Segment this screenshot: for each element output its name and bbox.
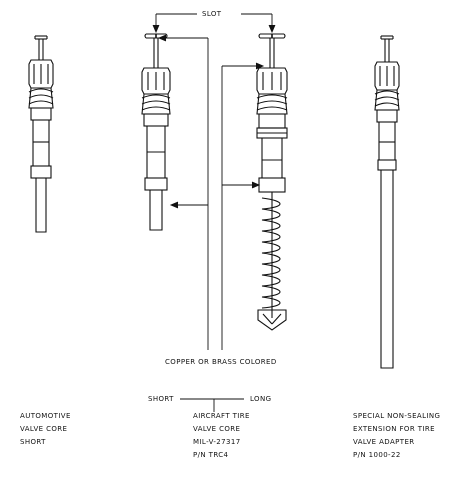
- caption-line: VALVE CORE: [20, 425, 68, 433]
- automotive-valve-core-figure: [28, 35, 54, 233]
- caption-line: EXTENSION FOR TIRE: [353, 425, 435, 433]
- caption-line: P/N TRC4: [193, 451, 229, 459]
- caption-line: AIRCRAFT TIRE: [193, 412, 250, 420]
- aircraft-valve-core-long-figure: [256, 33, 288, 331]
- short-label: SHORT: [148, 395, 174, 403]
- caption-line: VALVE CORE: [193, 425, 241, 433]
- slot-label: SLOT: [202, 10, 222, 18]
- leader-lines: [152, 13, 276, 412]
- caption-line: P/N 1000-22: [353, 451, 401, 459]
- valve-adapter-extension-figure: [374, 35, 400, 369]
- caption-extension: SPECIAL NON-SEALING EXTENSION FOR TIRE V…: [353, 410, 440, 462]
- caption-aircraft: AIRCRAFT TIRE VALVE CORE MIL-V-27317 P/N…: [193, 410, 250, 462]
- caption-line: SHORT: [20, 438, 46, 446]
- caption-line: SPECIAL NON-SEALING: [353, 412, 441, 420]
- color-note-label: COPPER OR BRASS COLORED: [165, 358, 277, 366]
- long-label: LONG: [250, 395, 272, 403]
- caption-line: AUTOMOTIVE: [20, 412, 71, 420]
- caption-automotive: AUTOMOTIVE VALVE CORE SHORT: [20, 410, 71, 449]
- aircraft-valve-core-short-figure: [141, 33, 171, 231]
- caption-line: MIL-V-27317: [193, 438, 241, 446]
- caption-line: VALVE ADAPTER: [353, 438, 415, 446]
